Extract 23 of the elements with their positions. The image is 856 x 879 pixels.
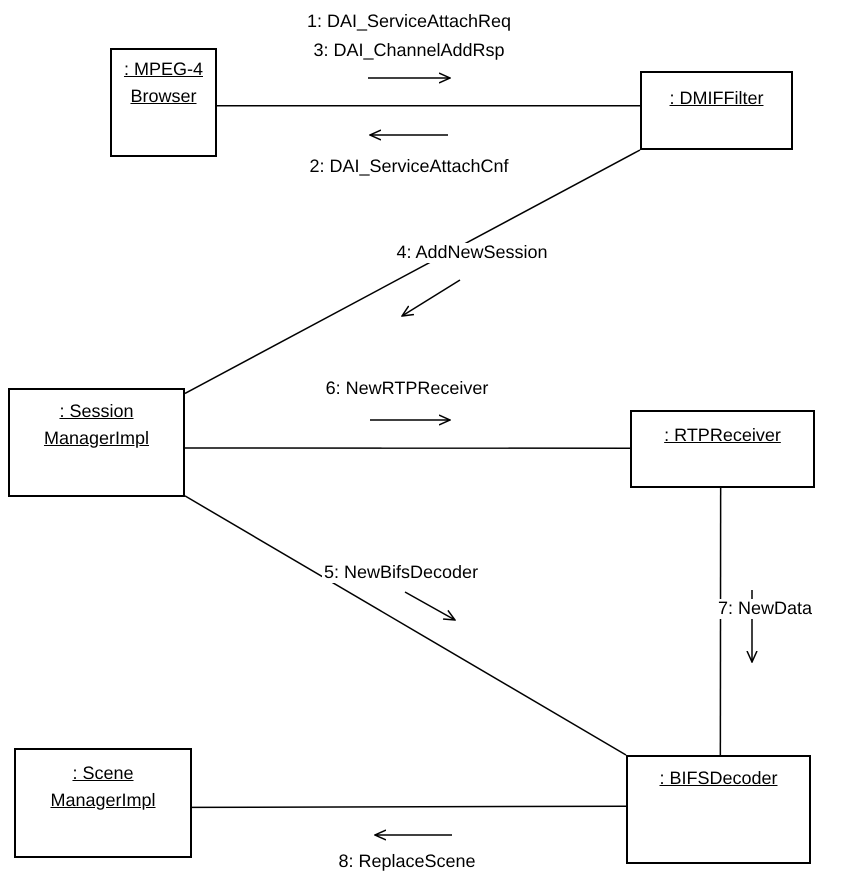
association-line bbox=[192, 805, 626, 808]
object-name: : Scene ManagerImpl bbox=[49, 762, 157, 812]
message-label: 3: DAI_ChannelAddRsp bbox=[311, 41, 507, 61]
association-line bbox=[217, 105, 640, 107]
object-name: : RTPReceiver bbox=[664, 424, 781, 447]
object-box bbox=[630, 410, 815, 488]
object-name: : Session ManagerImpl bbox=[42, 400, 150, 450]
message-label: 7: NewData bbox=[716, 599, 814, 619]
object-box bbox=[8, 388, 185, 497]
object-name: : DMIFFilter bbox=[670, 87, 764, 110]
message-label: 5: NewBifsDecoder bbox=[322, 563, 480, 583]
object-name: : BIFSDecoder bbox=[659, 767, 778, 790]
association-line bbox=[184, 495, 626, 756]
association-line bbox=[720, 488, 722, 755]
message-label: 8: ReplaceScene bbox=[336, 852, 478, 872]
object-name: : MPEG-4 Browser bbox=[122, 58, 204, 108]
message-label: 2: DAI_ServiceAttachCnf bbox=[307, 157, 511, 177]
object-box bbox=[14, 748, 192, 858]
object-box bbox=[626, 755, 811, 864]
association-line bbox=[184, 149, 640, 394]
object-box bbox=[640, 71, 793, 150]
association-line bbox=[185, 447, 630, 449]
object-box bbox=[110, 48, 217, 157]
